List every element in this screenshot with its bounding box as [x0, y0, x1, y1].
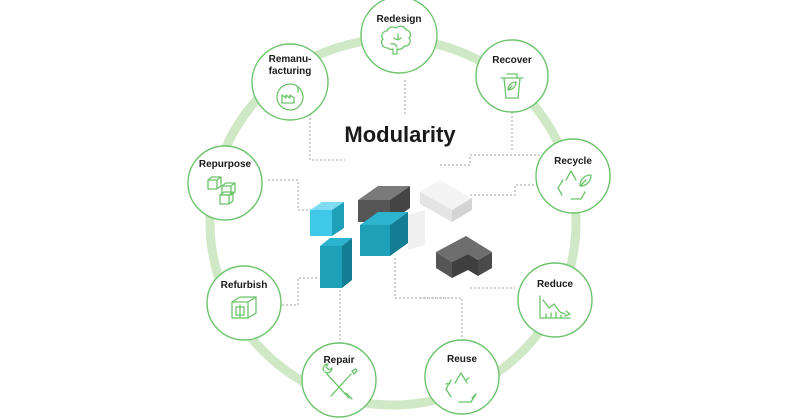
node-label-recover: Recover [492, 55, 532, 66]
node-recover[interactable]: Recover [475, 39, 549, 113]
node-remanufacturing[interactable]: Remanu- facturing [251, 43, 329, 121]
node-label-repair: Repair [323, 355, 354, 366]
recover-bin-icon [500, 73, 524, 99]
light-gray-slab [420, 180, 472, 222]
brain-icon [381, 25, 412, 55]
connector-repurpose [268, 179, 310, 211]
white-block [408, 210, 425, 250]
modular-blocks [310, 180, 492, 288]
stacked-cubes-icon [207, 176, 236, 205]
l-shaped-block [436, 236, 492, 278]
node-recycle[interactable]: Recycle [535, 138, 611, 214]
teal-cube [360, 212, 408, 256]
factory-cycle-icon [276, 83, 304, 111]
node-label-repurpose: Repurpose [199, 159, 252, 170]
node-label-reduce: Reduce [537, 279, 574, 290]
node-label-reuse: Reuse [447, 354, 477, 365]
wrench-screwdriver-icon [322, 363, 358, 400]
recycle-arrows-icon [445, 372, 477, 403]
node-repair[interactable]: Repair [301, 342, 377, 418]
cyan-cube [310, 202, 344, 236]
node-label-recycle: Recycle [554, 156, 592, 167]
node-reuse[interactable]: Reuse [424, 339, 500, 415]
node-redesign[interactable]: Redesign [360, 0, 438, 74]
node-label-redesign: Redesign [376, 14, 421, 25]
node-label-refurbish: Refurbish [221, 280, 268, 291]
node-refurbish[interactable]: Refurbish [206, 265, 282, 341]
refurbished-box-icon [231, 296, 257, 319]
connector-recycle-2 [470, 184, 540, 196]
node-label-remanufacturing-line-2: facturing [269, 66, 312, 77]
node-label-remanufacturing-line-1: Remanu- [269, 54, 312, 65]
node-reduce[interactable]: Reduce [517, 262, 593, 338]
teal-prism [320, 238, 352, 288]
declining-chart-icon [539, 295, 571, 319]
connectors [268, 80, 545, 345]
connector-recycle [440, 154, 545, 166]
title-box [340, 116, 460, 156]
page-title: Modularity [344, 122, 456, 147]
node-repurpose[interactable]: Repurpose [187, 145, 263, 221]
connector-refurbish [278, 277, 318, 306]
recycle-leaf-icon [557, 170, 592, 200]
